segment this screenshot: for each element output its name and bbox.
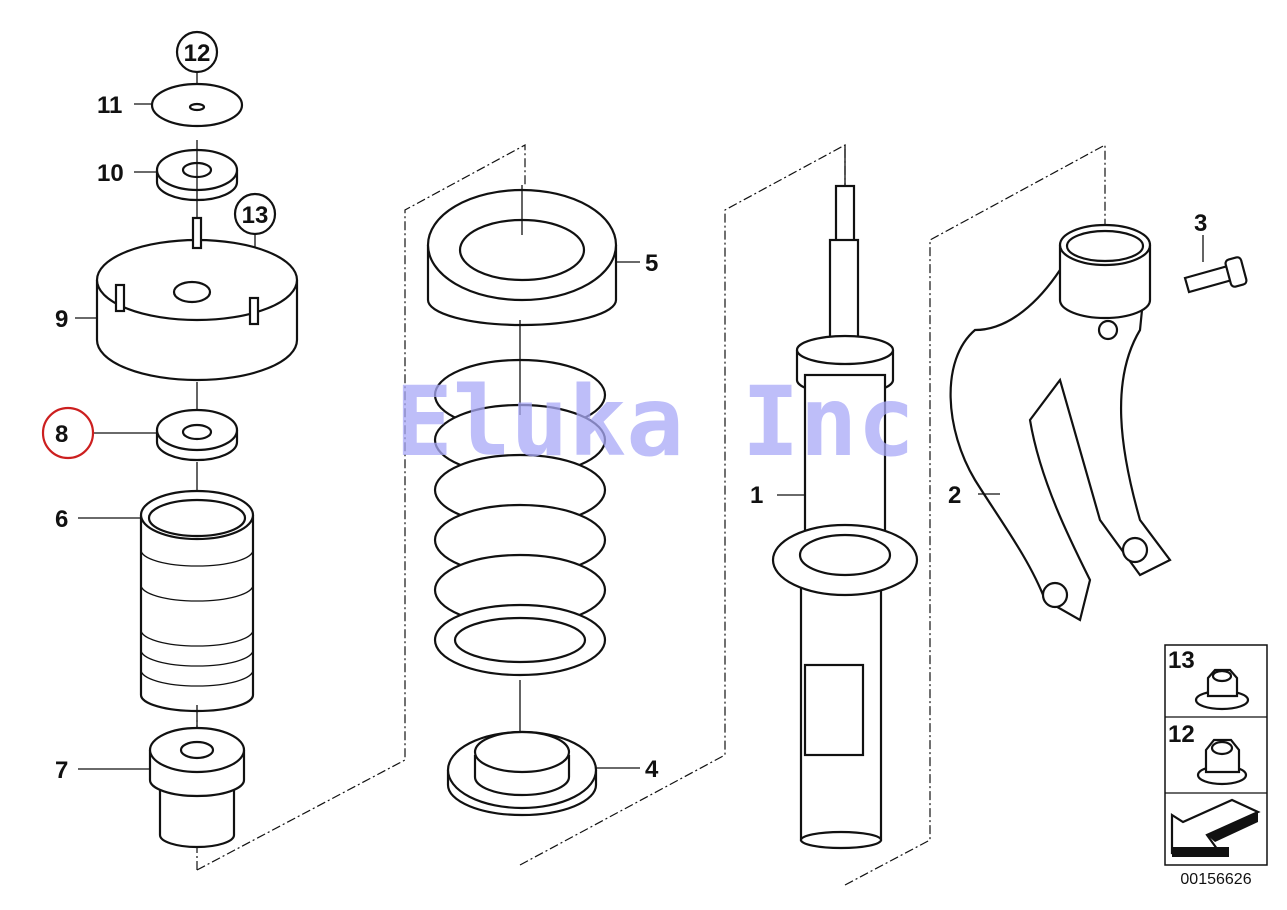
part-8-support-bearing: 8 [41,406,239,500]
coil-spring [433,320,607,740]
part-5-spring-pad: 5 [426,185,658,327]
callout-8: 8 [55,421,68,448]
part-6-protective-tube: 6 [55,489,255,735]
callout-3: 3 [1194,210,1207,237]
legend-label-13: 13 [1168,647,1195,674]
callout-1: 1 [750,482,763,509]
callout-9: 9 [55,306,68,333]
flange-nut-icon [1194,668,1250,711]
callout-4: 4 [645,756,659,783]
callout-5: 5 [645,250,658,277]
part-3-bolt: 3 [1183,210,1248,294]
flange-nut-icon [1196,738,1248,786]
callout-10: 10 [97,160,124,187]
part-2-steering-knuckle: 2 [948,223,1172,622]
part-9-strut-mount: 9 [55,216,299,420]
arrow-direction-icon [1170,798,1261,857]
part-12-nut-callout: 12 [175,30,219,105]
fastener-legend: 13 12 [1164,644,1268,866]
part-1-shock-absorber: 1 [750,145,919,850]
part-10-support-bearing: 10 [97,140,239,230]
part-11-washer: 11 [97,82,244,128]
callout-11: 11 [97,92,122,119]
callout-6: 6 [55,506,68,533]
part-number: 00156626 [1180,871,1251,888]
callout-13: 13 [242,202,269,229]
watermark: Eluka Inc [395,366,915,478]
part-7-bump-stop: 7 [55,726,246,849]
legend-label-12: 12 [1168,721,1195,748]
callout-12: 12 [184,40,211,67]
callout-7: 7 [55,757,68,784]
highlight-circle [41,406,95,460]
part-4-lower-spring-pad: 4 [446,730,659,817]
callout-2: 2 [948,482,961,509]
